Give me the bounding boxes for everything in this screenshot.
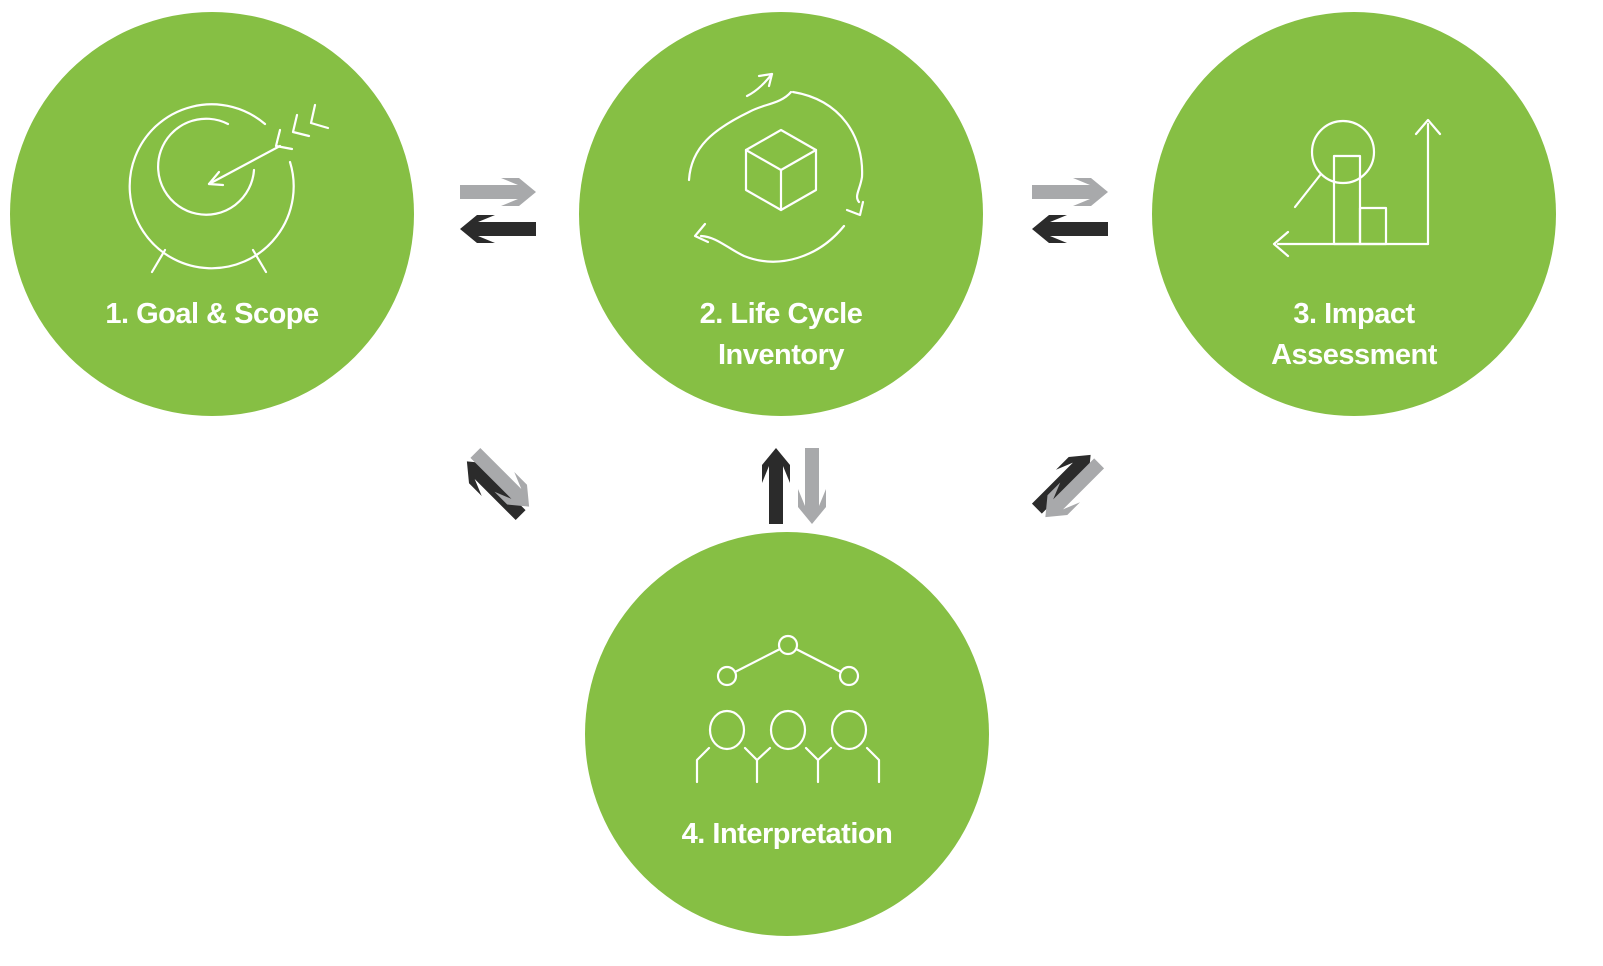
stage-goal-scope: 1. Goal & Scope (10, 12, 414, 416)
arrow-inventory-to-interpretation (762, 448, 826, 524)
arrow-dark-icon (762, 448, 790, 524)
stage-label: 2. Life Cycle Inventory (599, 294, 963, 376)
arrow-goal-to-inventory (460, 178, 536, 243)
arrow-dark-icon (1031, 454, 1091, 514)
stage-impact-assessment: 3. Impact Assessment (1152, 12, 1556, 416)
arrow-dark-icon (1032, 215, 1108, 243)
arrow-inventory-to-impact (1032, 178, 1108, 243)
stage-label: 3. Impact Assessment (1172, 294, 1536, 376)
magnifier-bar-chart-icon (1272, 118, 1442, 258)
target-arrow-icon (128, 103, 330, 274)
stage-label-line1: 3. Impact (1293, 298, 1415, 330)
arrow-light-icon (460, 178, 536, 206)
stage-label-line1: 2. Life Cycle (699, 298, 863, 330)
stage-life-cycle-inventory: 2. Life Cycle Inventory (579, 12, 983, 416)
arrow-goal-to-interpretation (466, 447, 530, 521)
cycle-cube-icon (687, 72, 865, 263)
arrow-dark-icon (466, 461, 526, 521)
arrow-light-icon (1032, 178, 1108, 206)
arrow-light-icon (798, 448, 826, 524)
stage-label: 1. Goal & Scope (105, 298, 319, 330)
stage-label-line2: Assessment (1271, 339, 1437, 371)
stage-label: 4. Interpretation (681, 818, 893, 850)
people-network-icon (695, 634, 881, 784)
arrow-light-icon (470, 447, 530, 507)
arrow-impact-to-interpretation (1031, 454, 1105, 518)
arrow-light-icon (1045, 458, 1105, 518)
stage-label-line2: Inventory (717, 339, 845, 371)
stage-interpretation: 4. Interpretation (585, 532, 989, 936)
arrow-dark-icon (460, 215, 536, 243)
